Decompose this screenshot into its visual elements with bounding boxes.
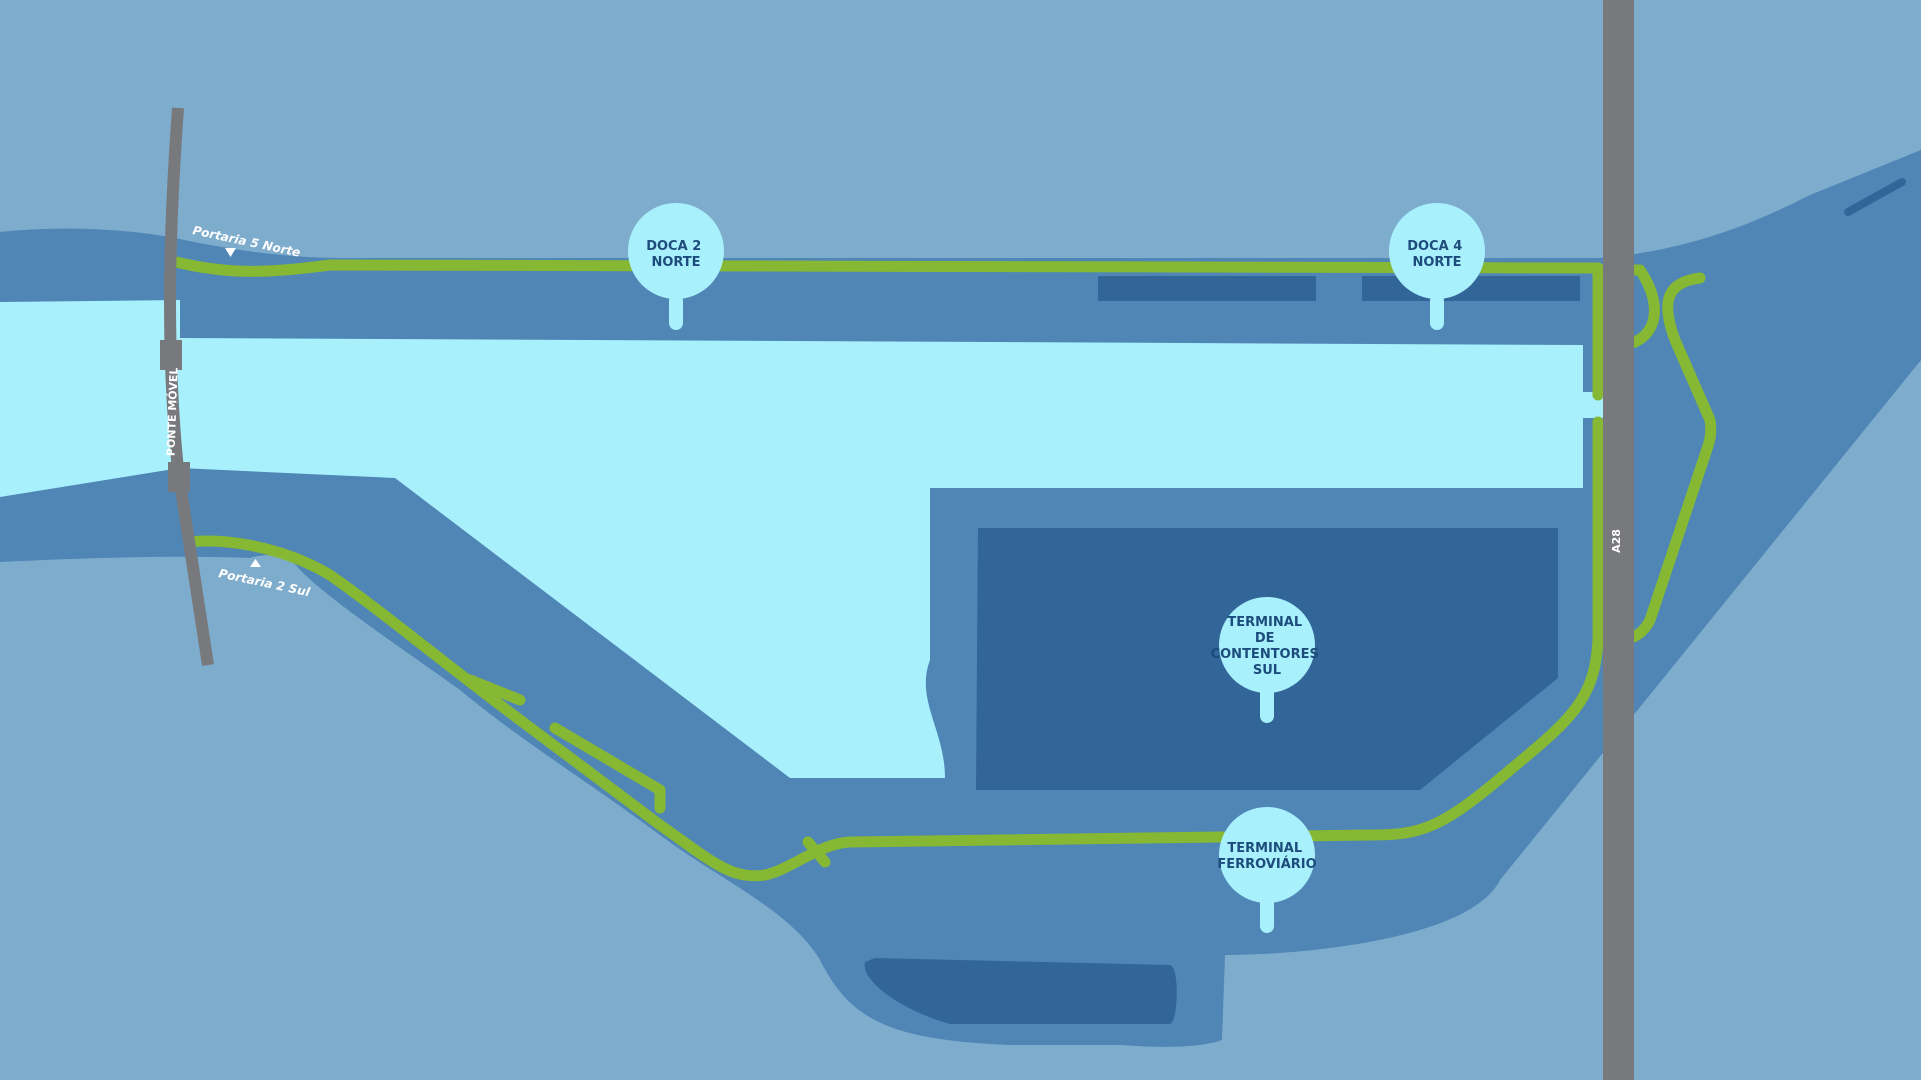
pin-terminal-contentores-sul[interactable]: TERMINAL DE CONTENTORES SUL	[1211, 597, 1324, 723]
pin-label-line: FERROVIÁRIO	[1217, 856, 1316, 872]
pin-bubble	[1219, 807, 1315, 903]
svg-text:TERMINAL DE CONTEN: TERMINAL DE CONTENTORES SUL	[1211, 615, 1324, 678]
svg-text:TERMINAL FERROVIÁRIO: TERMINAL FERROVIÁRIO	[1217, 841, 1316, 872]
pin-label-line: DE	[1255, 631, 1275, 646]
pin-label-line: NORTE	[651, 255, 700, 270]
quay-block-doca-2	[1098, 276, 1316, 301]
bridge-label: PONTE MÓVEL	[164, 367, 180, 456]
pin-label-line: DOCA 4	[1407, 239, 1462, 254]
pin-label-line: NORTE	[1412, 255, 1461, 270]
svg-text:DOCA 2 NORTE: DOCA 2 NORTE	[646, 239, 706, 270]
pin-label-line: TERMINAL	[1227, 841, 1302, 856]
road-ponte-movel	[164, 107, 214, 666]
map-pin-icon	[1260, 895, 1274, 933]
pin-terminal-ferroviario[interactable]: TERMINAL FERROVIÁRIO	[1217, 807, 1317, 933]
east-coast-land	[1600, 150, 1921, 620]
map-pin-icon	[1430, 294, 1444, 330]
pin-label-line: TERMINAL	[1227, 615, 1302, 630]
pin-label-line: DOCA 2	[646, 239, 701, 254]
inner-dock-water	[0, 300, 1583, 778]
access-route	[170, 256, 1717, 882]
north-bank-strip	[0, 228, 175, 300]
pin-bubble	[1219, 597, 1315, 693]
pin-doca-4-norte[interactable]: DOCA 4 NORTE	[1389, 203, 1485, 330]
map-pin-icon	[669, 294, 683, 330]
highway-label: A28	[1610, 529, 1623, 553]
pin-doca-2-norte[interactable]: DOCA 2 NORTE	[628, 203, 724, 330]
pin-bubble	[1389, 203, 1485, 299]
pin-label-line: CONTENTORES	[1211, 647, 1319, 662]
pin-bubble	[628, 203, 724, 299]
svg-text:DOCA 4 NORTE: DOCA 4 NORTE	[1407, 239, 1467, 270]
gate-south-marker-icon	[250, 559, 261, 567]
north-east-jetty	[1844, 178, 1906, 216]
pin-label-line: SUL	[1253, 663, 1281, 678]
road-a28	[1603, 0, 1634, 1080]
map-pin-icon	[1260, 685, 1274, 723]
gate-north-marker-icon	[225, 248, 236, 257]
rail-terminal-block	[864, 958, 1177, 1024]
bridge-pier-north	[160, 340, 182, 370]
bridge-pier-south	[168, 462, 190, 492]
